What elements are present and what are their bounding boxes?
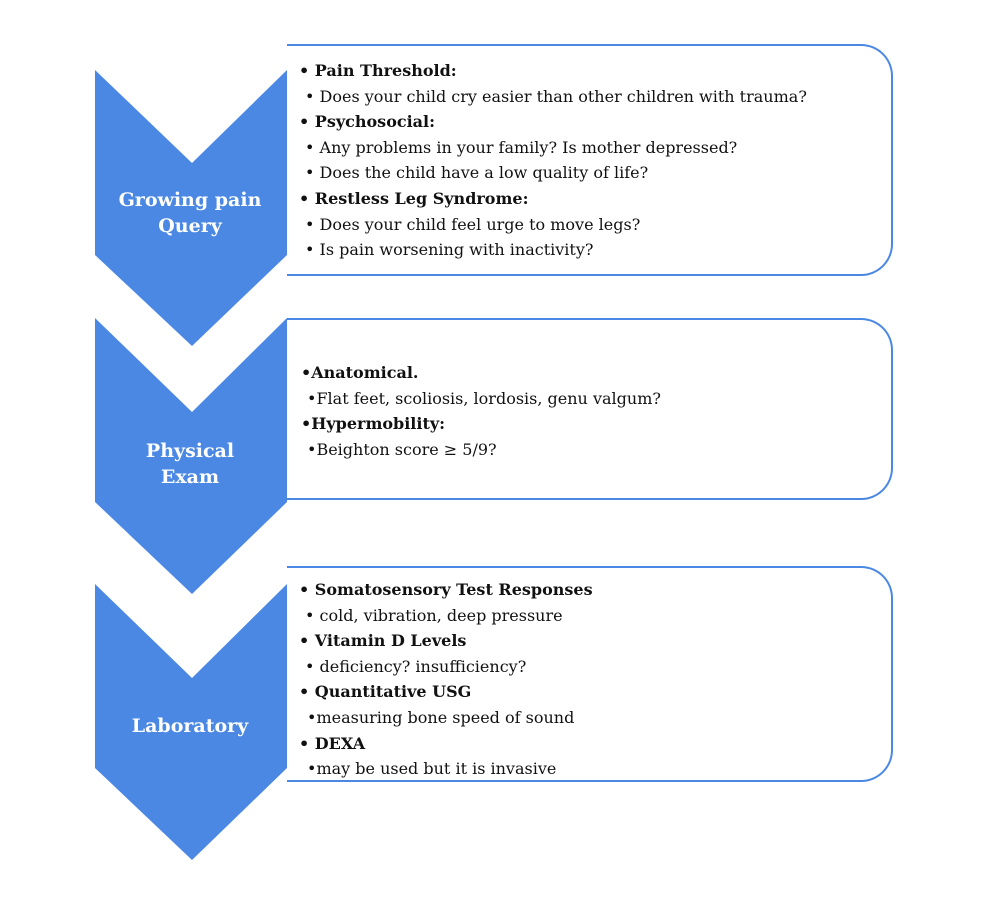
step-label-line: Growing pain xyxy=(118,189,262,211)
bullet-item: •Beighton score ≥ 5/9? xyxy=(307,439,497,459)
heading-vitamin-d: • Vitamin D Levels xyxy=(299,631,467,651)
step-label-laboratory: Laboratory xyxy=(95,713,285,739)
step-label-line: Laboratory xyxy=(131,715,249,737)
step-label-line: Exam xyxy=(160,466,220,488)
bullet-item: •measuring bone speed of sound xyxy=(307,707,575,727)
bullet-item: •Flat feet, scoliosis, lordosis, genu va… xyxy=(307,388,661,408)
heading-pain-threshold: • Pain Threshold: xyxy=(299,61,457,80)
bullet-item: •may be used but it is invasive xyxy=(307,759,557,779)
bullet-item: • Does the child have a low quality of l… xyxy=(305,163,649,183)
step-box-physical-exam: •Anatomical. •Flat feet, scoliosis, lord… xyxy=(287,318,893,500)
step-label-growing-pain-query: Growing pain Query xyxy=(95,187,285,239)
bullet-item: • cold, vibration, deep pressure xyxy=(305,605,563,625)
heading-anatomical: •Anatomical. xyxy=(301,363,419,382)
bullet-item: • Is pain worsening with inactivity? xyxy=(305,240,594,260)
step-label-physical-exam: Physical Exam xyxy=(95,438,285,490)
chevron-laboratory xyxy=(95,584,287,860)
heading-psychosocial: • Psychosocial: xyxy=(299,112,436,132)
chevron-growing-pain-query xyxy=(95,70,287,346)
chevron-physical-exam xyxy=(95,318,287,594)
heading-somatosensory: • Somatosensory Test Responses xyxy=(299,580,593,599)
step-box-growing-pain-query: • Pain Threshold: • Does your child cry … xyxy=(287,44,893,276)
bullet-item: • deficiency? insufficiency? xyxy=(305,656,527,676)
heading-restless-leg-syndrome: • Restless Leg Syndrome: xyxy=(299,188,529,208)
step-box-laboratory: • Somatosensory Test Responses • cold, v… xyxy=(287,566,893,782)
bullet-item: • Does your child cry easier than other … xyxy=(305,86,807,106)
step-label-line: Query xyxy=(158,215,222,237)
bullet-item: • Does your child feel urge to move legs… xyxy=(305,214,641,234)
bullet-item: • Any problems in your family? Is mother… xyxy=(305,137,738,157)
step-label-line: Physical xyxy=(145,440,235,462)
heading-quantitative-usg: • Quantitative USG xyxy=(299,682,472,702)
heading-dexa: • DEXA xyxy=(299,733,366,753)
heading-hypermobility: •Hypermobility: xyxy=(301,414,446,434)
